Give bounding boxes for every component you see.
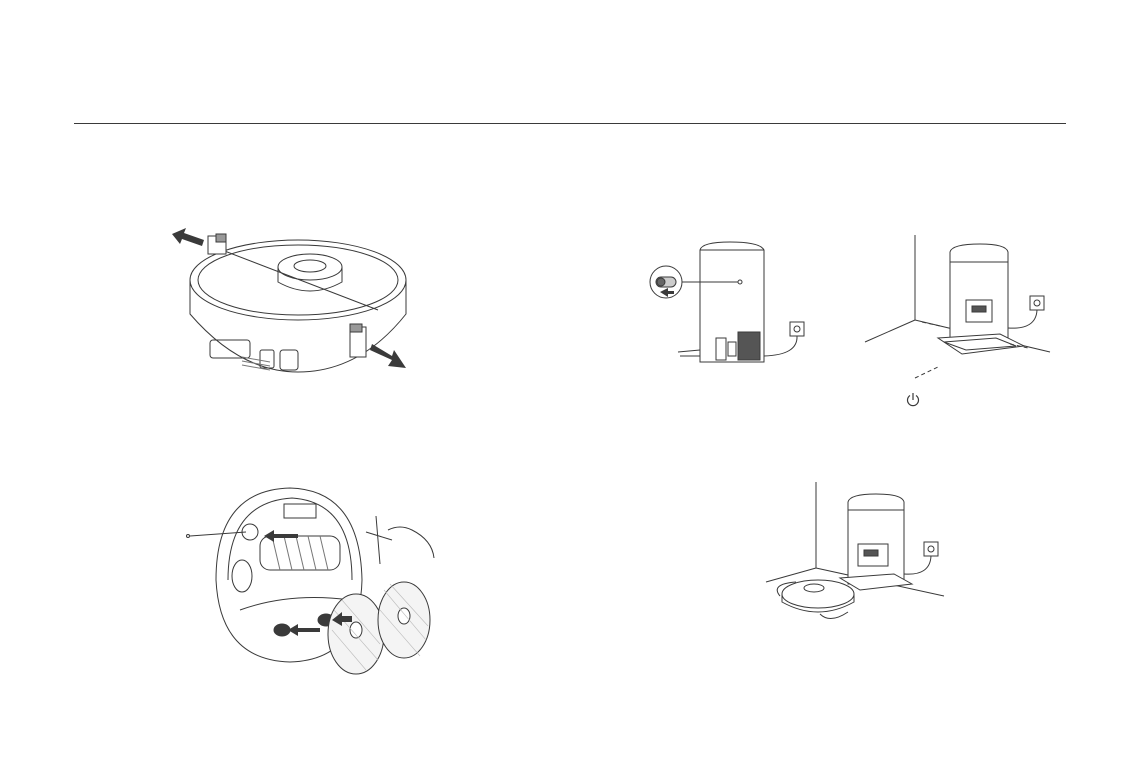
robot-underside-figure [180, 480, 440, 680]
robot-underside-illustration [180, 480, 440, 680]
dock-wall-placement-figure [860, 230, 1060, 420]
dock-rear-illustration [630, 230, 810, 370]
robot-protective-strips-figure [160, 222, 420, 382]
page-divider-rule [74, 123, 1066, 124]
robot-docking-figure [760, 478, 960, 638]
robot-docking-illustration [760, 478, 960, 638]
dock-rear-switch-figure [630, 230, 810, 370]
power-icon [905, 392, 921, 408]
robot-vacuum-top-illustration [160, 222, 420, 382]
dock-wall-illustration [860, 230, 1060, 420]
